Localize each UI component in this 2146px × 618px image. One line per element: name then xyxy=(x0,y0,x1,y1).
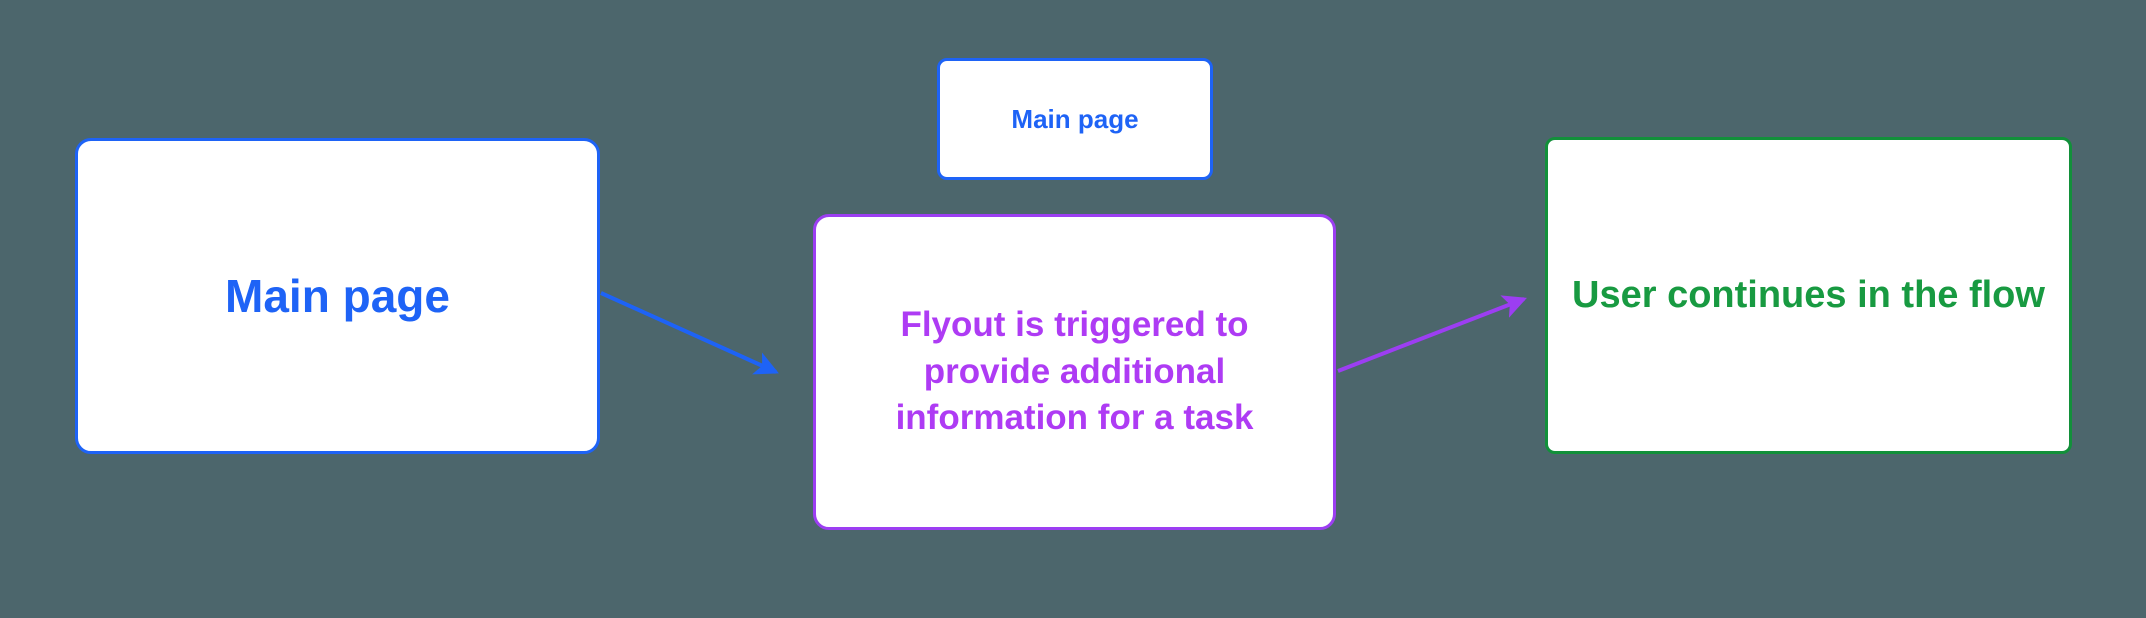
node-user-continues-label: User continues in the flow xyxy=(1572,274,2045,316)
connector-flyout-to-continue[interactable] xyxy=(1337,295,1527,373)
node-main-page[interactable]: Main page xyxy=(75,138,600,454)
node-main-page-small[interactable]: Main page xyxy=(937,58,1213,180)
node-flyout-label: Flyout is triggered to provide additiona… xyxy=(895,305,1254,438)
connector-main-to-flyout[interactable] xyxy=(600,291,779,375)
node-main-page-small-label: Main page xyxy=(1011,103,1139,134)
node-main-page-label: Main page xyxy=(225,270,450,322)
node-user-continues[interactable]: User continues in the flow xyxy=(1545,137,2072,454)
node-flyout[interactable]: Flyout is triggered to provide additiona… xyxy=(813,214,1336,530)
